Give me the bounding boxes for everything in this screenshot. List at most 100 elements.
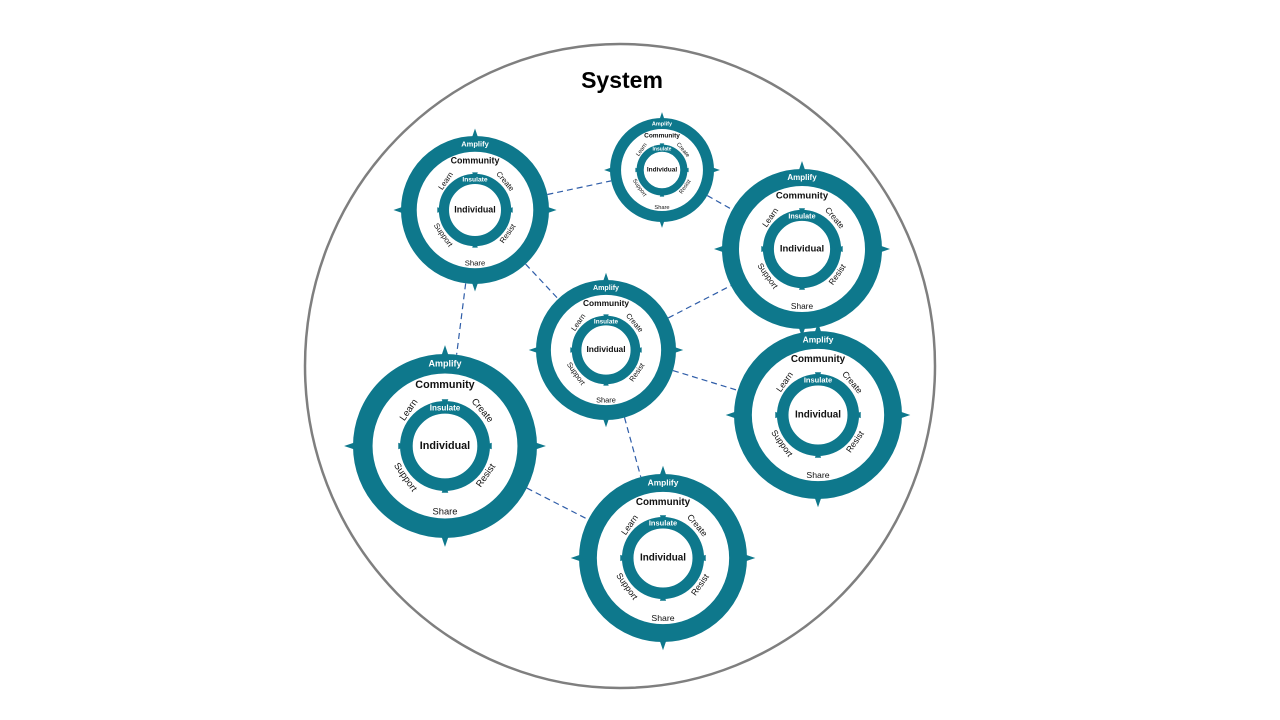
- arrow-down-icon: [658, 218, 666, 228]
- share-label: Share: [654, 205, 669, 211]
- insulate-label: Insulate: [462, 177, 488, 184]
- arrow-down-icon: [797, 324, 807, 337]
- share-label: Share: [596, 395, 616, 404]
- amplify-label: Amplify: [803, 335, 834, 345]
- arrow-in-icon: [799, 280, 805, 290]
- individual-label: Individual: [647, 167, 678, 174]
- arrow-down-icon: [470, 279, 480, 292]
- connector-line: [672, 369, 738, 391]
- community-label: Community: [415, 379, 474, 391]
- insulate-label: Insulate: [594, 318, 619, 325]
- arrow-in-icon: [659, 515, 667, 525]
- arrow-in-icon: [799, 208, 805, 218]
- individual-label: Individual: [795, 410, 841, 421]
- amplify-label: Amplify: [428, 359, 461, 369]
- arrow-left-icon: [570, 553, 584, 563]
- amplify-label: Amplify: [787, 173, 817, 182]
- amplify-label: Amplify: [652, 121, 673, 127]
- connector-line: [525, 263, 559, 300]
- amplify-label: Amplify: [593, 284, 619, 292]
- arrow-down-icon: [602, 415, 610, 428]
- arrow-right-icon: [544, 205, 557, 215]
- individual-label: Individual: [420, 440, 470, 452]
- insulate-label: Insulate: [788, 211, 815, 220]
- insulate-label: Insulate: [804, 376, 832, 385]
- arrow-up-icon: [658, 112, 666, 122]
- arrow-right-icon: [710, 166, 720, 174]
- connector-line: [456, 283, 467, 355]
- individual-label: Individual: [780, 244, 824, 255]
- individual-label: Individual: [640, 553, 686, 564]
- arrow-right-icon: [671, 346, 684, 354]
- arrow-in-icon: [814, 372, 822, 382]
- amplify-label: Amplify: [648, 478, 679, 488]
- arrow-right-icon: [531, 441, 546, 451]
- connector-line: [706, 195, 733, 211]
- arrow-in-icon: [398, 442, 408, 450]
- community-label: Community: [791, 354, 846, 365]
- arrow-down-icon: [813, 494, 823, 508]
- arrow-in-icon: [635, 167, 642, 173]
- community-label: Community: [583, 298, 629, 308]
- arrow-up-icon: [658, 465, 668, 479]
- community-label: Community: [776, 191, 829, 202]
- share-label: Share: [791, 301, 814, 311]
- share-label: Share: [806, 470, 829, 480]
- share-label: Share: [432, 506, 457, 517]
- community-label: Community: [636, 497, 691, 508]
- arrow-in-icon: [504, 207, 513, 213]
- connector-line: [667, 285, 732, 319]
- connector-line: [547, 180, 612, 196]
- arrow-in-icon: [814, 448, 822, 458]
- community-label: Community: [644, 132, 680, 139]
- arrow-in-icon: [437, 207, 446, 213]
- arrow-in-icon: [441, 399, 449, 409]
- arrow-up-icon: [813, 322, 823, 336]
- arrow-down-icon: [658, 637, 668, 651]
- arrow-left-icon: [604, 166, 614, 174]
- arrow-right-icon: [742, 553, 756, 563]
- arrow-in-icon: [472, 172, 478, 181]
- arrow-left-icon: [725, 410, 739, 420]
- arrow-down-icon: [440, 532, 450, 547]
- arrow-left-icon: [393, 205, 406, 215]
- links-layer: [456, 180, 738, 521]
- share-label: Share: [465, 258, 486, 267]
- share-label: Share: [651, 613, 674, 623]
- arrow-in-icon: [833, 246, 843, 252]
- arrow-right-icon: [897, 410, 911, 420]
- arrow-up-icon: [470, 128, 480, 141]
- arrow-in-icon: [603, 314, 609, 323]
- connector-line: [526, 487, 589, 521]
- arrow-in-icon: [775, 411, 785, 419]
- individual-label: Individual: [586, 344, 625, 354]
- arrow-in-icon: [441, 483, 449, 493]
- insulate-label: Insulate: [430, 404, 461, 413]
- arrow-in-icon: [482, 442, 492, 450]
- arrow-in-icon: [472, 239, 478, 248]
- arrow-in-icon: [696, 554, 706, 562]
- arrow-in-icon: [570, 347, 579, 353]
- community-label: Community: [451, 156, 500, 166]
- arrow-up-icon: [602, 272, 610, 285]
- connector-line: [623, 417, 642, 478]
- individual-label: Individual: [454, 204, 495, 214]
- arrow-right-icon: [877, 244, 890, 254]
- arrow-left-icon: [528, 346, 541, 354]
- insulate-label: Insulate: [653, 146, 672, 152]
- arrow-in-icon: [659, 190, 665, 197]
- arrow-up-icon: [440, 345, 450, 360]
- arrow-left-icon: [714, 244, 727, 254]
- arrow-in-icon: [682, 167, 689, 173]
- arrow-in-icon: [659, 591, 667, 601]
- amplify-label: Amplify: [461, 139, 489, 148]
- arrow-in-icon: [633, 347, 642, 353]
